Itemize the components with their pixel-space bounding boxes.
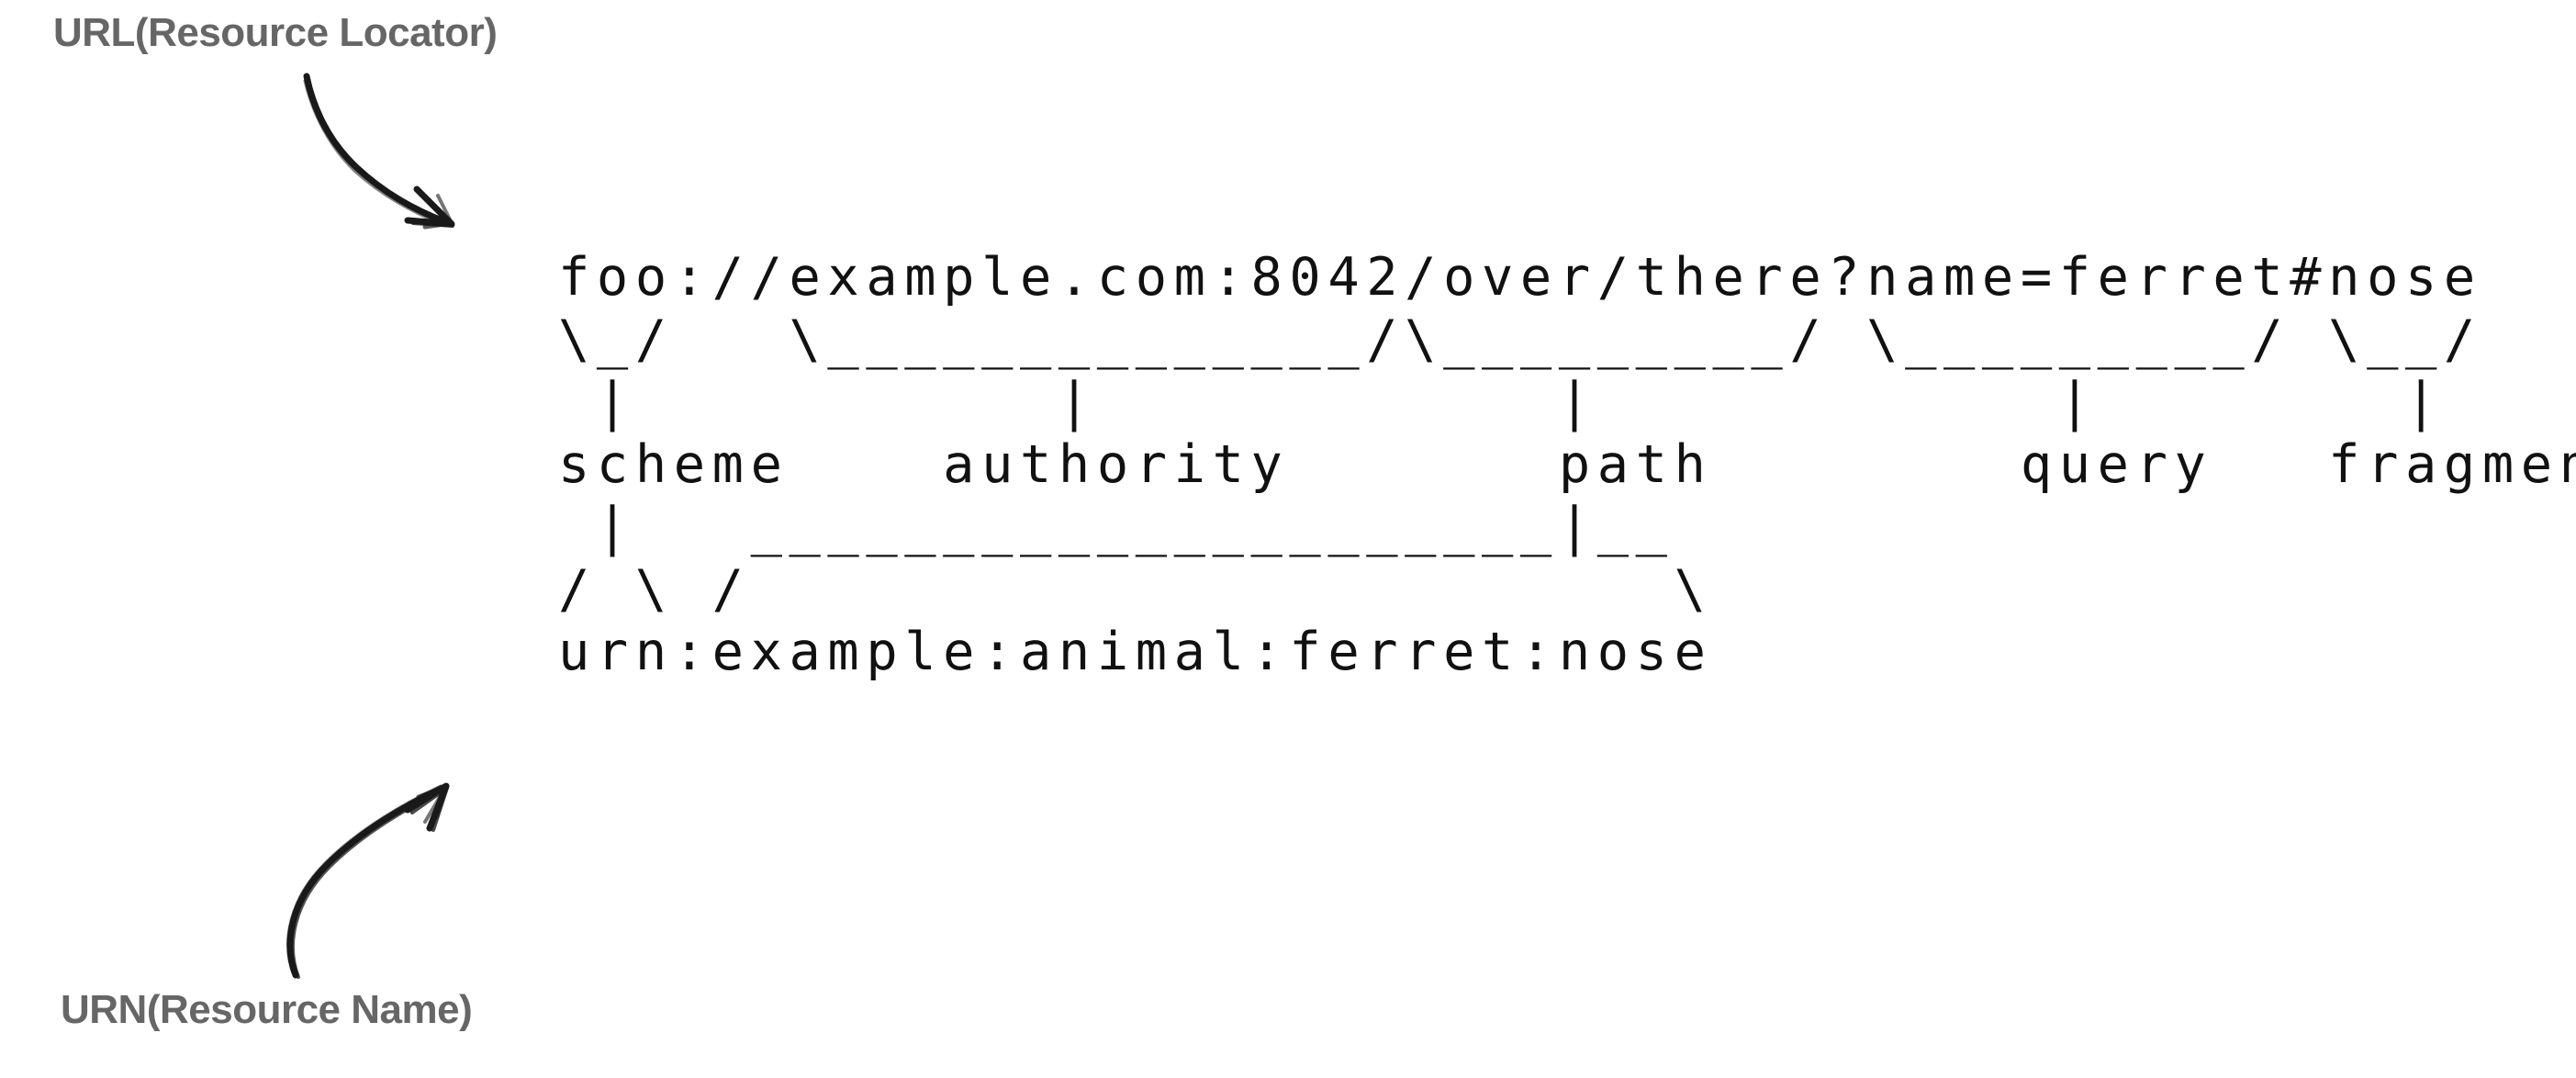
urn-arrow-icon	[286, 782, 450, 979]
url-annotation-label: URL(Resource Locator)	[53, 10, 498, 55]
urn-annotation-label: URN(Resource Name)	[61, 987, 473, 1032]
uri-syntax-ascii-art: foo://example.com:8042/over/there?name=f…	[558, 247, 2576, 682]
url-arrow-icon	[303, 73, 455, 230]
